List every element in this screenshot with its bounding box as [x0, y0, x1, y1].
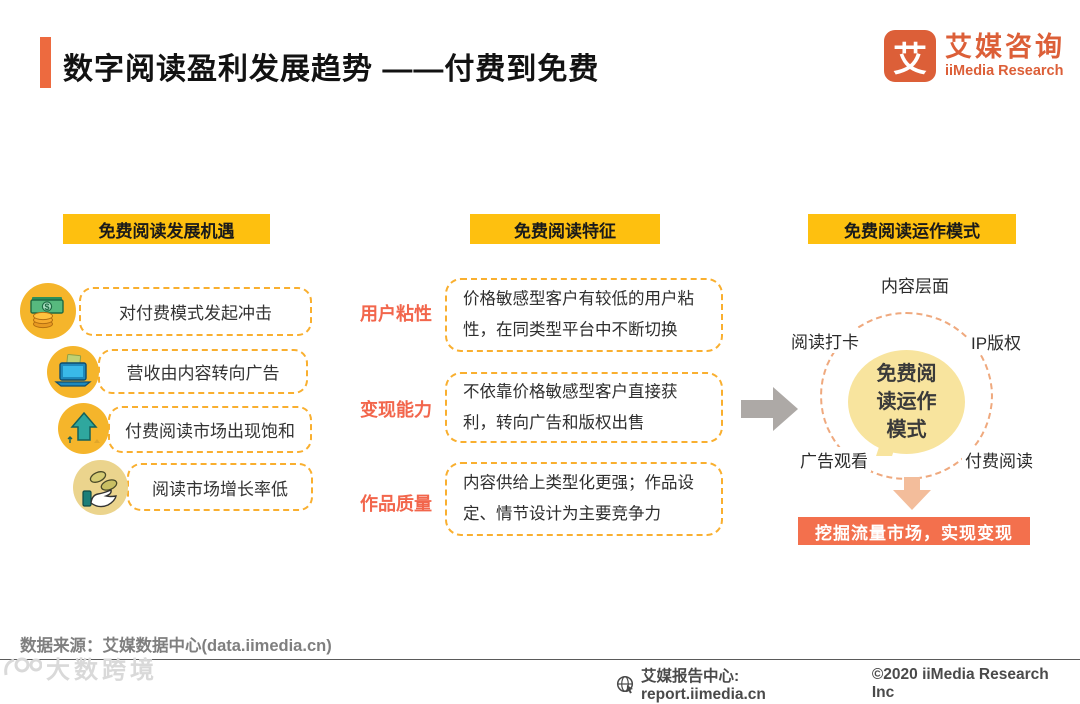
opportunity-text: 营收由内容转向广告 [126, 364, 280, 383]
report-center-link: 艾媒报告中心: report.iimedia.cn [641, 668, 766, 703]
feature-text-box: 价格敏感型客户有较低的用户粘性，在同类型平台中不断切换 [445, 278, 723, 352]
opportunity-text: 阅读市场增长率低 [152, 479, 288, 499]
footer-divider [0, 659, 1080, 660]
logo-name-en: iiMedia Research [945, 63, 1064, 80]
section-header-opportunities: 免费阅读发展机遇 [63, 214, 270, 244]
satellite-label-reading-checkin: 阅读打卡 [788, 328, 862, 353]
flow-right-arrow-icon [741, 387, 798, 436]
watermark-logo-icon [4, 657, 42, 675]
watermark: 大数跨境 [2, 650, 158, 685]
watermark-text: 大数跨境 [46, 657, 158, 684]
title-accent-bar [40, 37, 51, 88]
center-circle-line: 读运作 [876, 391, 937, 413]
data-source-note: 数据来源：艾媒数据中心(data.iimedia.cn) [20, 637, 332, 655]
list-item: 付费阅读市场出现饱和 [108, 406, 312, 453]
svg-text:$: $ [44, 302, 49, 312]
section-header-operation: 免费阅读运作模式 [808, 214, 1016, 244]
iimedia-logo: 艾 艾媒咨询 iiMedia Research [884, 30, 1065, 82]
list-item: 营收由内容转向广告 [98, 349, 308, 394]
feature-text-box: 不依靠价格敏感型客户直接获利，转向广告和版权出售 [445, 372, 723, 443]
center-circle-line: 模式 [886, 419, 927, 441]
satellite-label-paid-reading: 付费阅读 [962, 447, 1036, 472]
feature-text: 内容供给上类型化更强；作品设定、情节设计为主要竞争力 [463, 474, 694, 523]
feature-label: 变现能力 [360, 400, 432, 420]
section-header-features: 免费阅读特征 [470, 214, 660, 244]
laptop-icon [47, 346, 99, 398]
slide: 数字阅读盈利发展趋势 ——付费到免费 艾 艾媒咨询 iiMedia Resear… [0, 30, 1080, 703]
feature-text-box: 内容供给上类型化更强；作品设定、情节设计为主要竞争力 [445, 462, 723, 536]
logo-text: 艾媒咨询 iiMedia Research [945, 31, 1065, 80]
feature-label: 用户粘性 [360, 304, 432, 324]
money-icon: $ [20, 283, 76, 339]
list-item: 对付费模式发起冲击 [79, 287, 312, 336]
feature-label: 作品质量 [360, 494, 432, 514]
hand-coins-icon [73, 460, 128, 515]
feature-text: 价格敏感型客户有较低的用户粘性，在同类型平台中不断切换 [463, 290, 694, 339]
copyright-text: ©2020 iiMedia Research Inc [871, 666, 1049, 701]
opportunity-text: 对付费模式发起冲击 [119, 304, 272, 323]
content-layer-label: 内容层面 [881, 277, 949, 296]
center-circle: 免费阅 读运作 模式 [848, 350, 965, 454]
monetization-banner: 挖掘流量市场，实现变现 [798, 517, 1030, 545]
satellite-label-ad-viewing: 广告观看 [797, 447, 871, 472]
list-item: 阅读市场增长率低 [127, 463, 313, 511]
globe-cursor-icon [616, 675, 635, 694]
opportunity-text: 付费阅读市场出现饱和 [125, 422, 295, 441]
logo-name-cn: 艾媒咨询 [945, 31, 1065, 62]
footer-info: 艾媒报告中心: report.iimedia.cn ©2020 iiMedia … [616, 664, 1080, 704]
iimedia-logo-icon: 艾 [884, 30, 936, 82]
arrow-up-icon [58, 403, 109, 454]
page-title: 数字阅读盈利发展趋势 ——付费到免费 [63, 53, 600, 86]
feature-text: 不依靠价格敏感型客户直接获利，转向广告和版权出售 [463, 382, 678, 432]
center-circle-line: 免费阅 [876, 363, 937, 385]
down-arrow-icon [893, 477, 931, 515]
satellite-label-ip-copyright: IP版权 [968, 329, 1025, 354]
